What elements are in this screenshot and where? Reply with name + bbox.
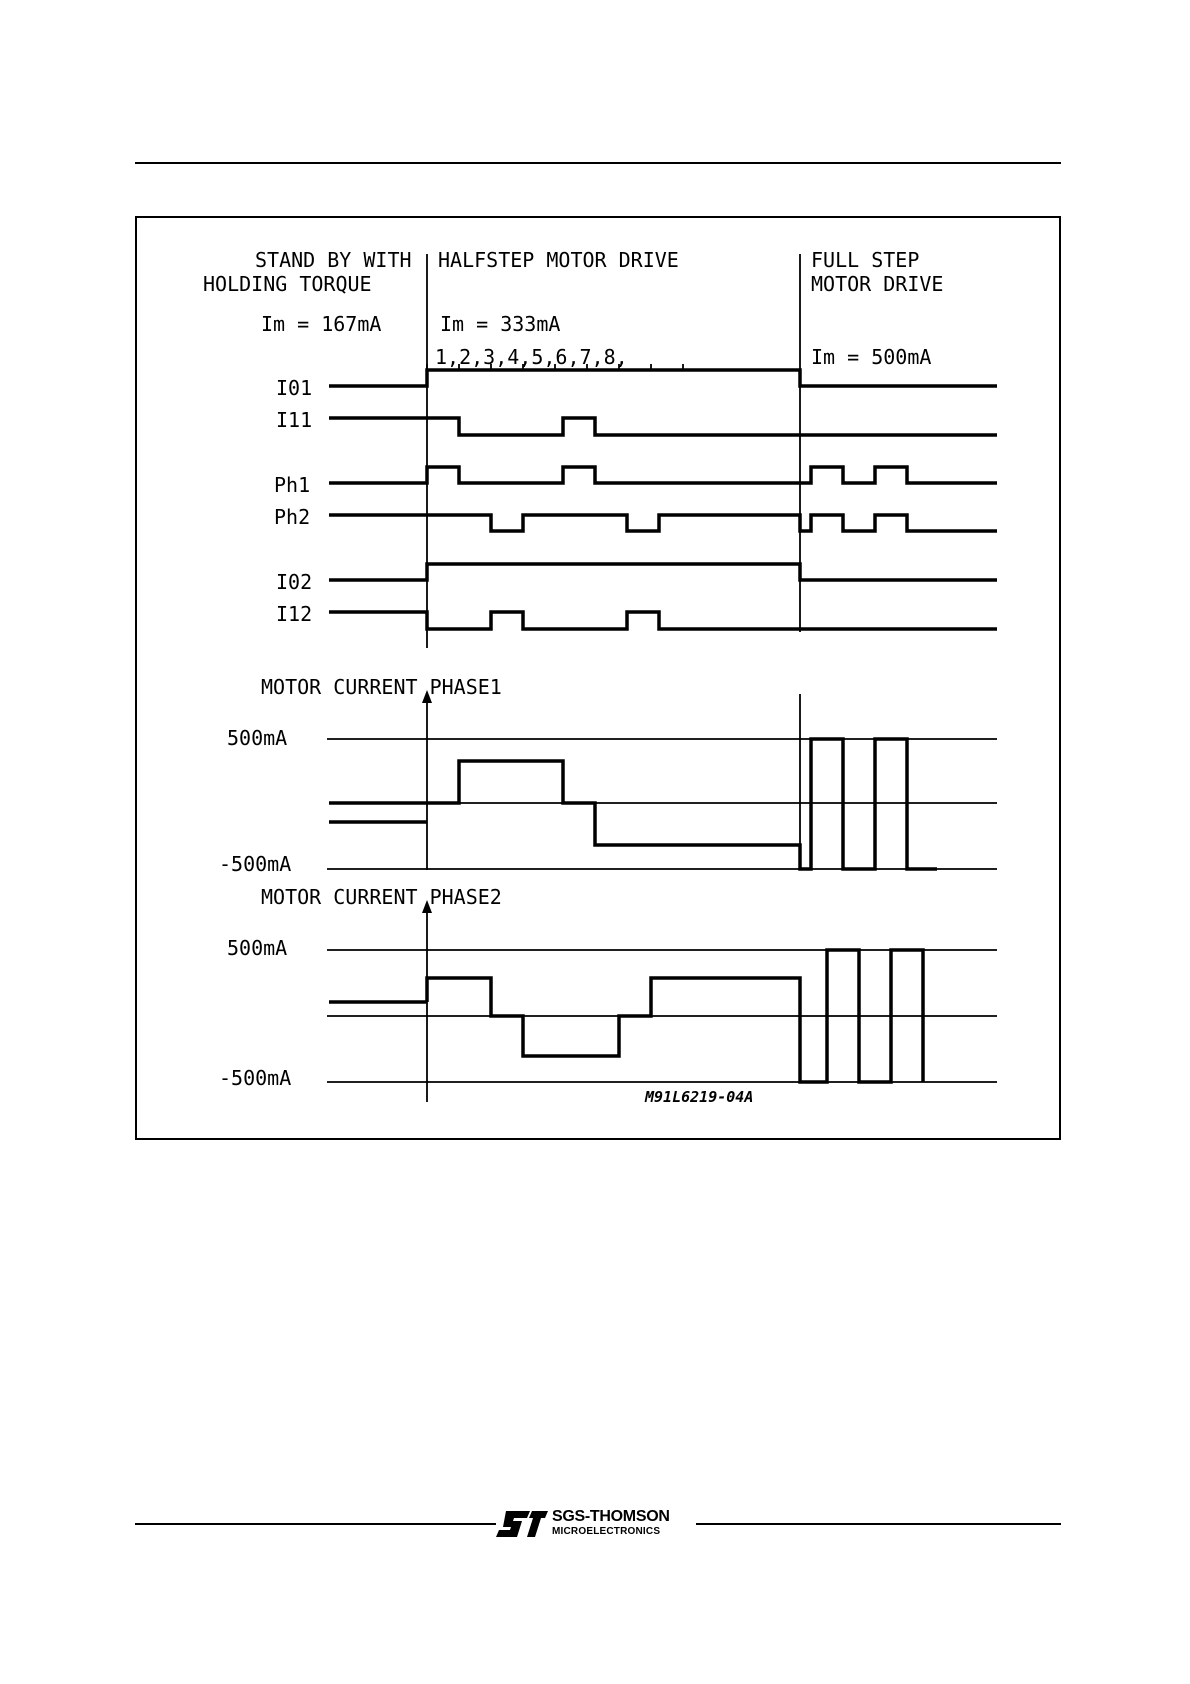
- halfstep-current-label: Im = 333mA: [440, 312, 560, 336]
- footer-brand-name: SGS-THOMSON: [552, 1508, 670, 1525]
- halfstep-title: HALFSTEP MOTOR DRIVE: [438, 248, 679, 272]
- phase2-title: MOTOR CURRENT PHASE2: [261, 885, 502, 909]
- footer-logo: SGS-THOMSON MICROELECTRONICS: [496, 1508, 696, 1540]
- waveform-ph2: [329, 513, 997, 533]
- waveform-phase1-current: [427, 737, 937, 871]
- waveform-i02: [329, 562, 997, 582]
- waveform-ph1: [329, 465, 997, 485]
- phase1-max-label: 500mA: [227, 726, 287, 750]
- signal-label-i12: I12: [276, 602, 312, 626]
- footer-brand-subtitle: MICROELECTRONICS: [552, 1526, 661, 1537]
- st-logo-icon: [496, 1511, 548, 1537]
- timing-diagram: STAND BY WITH HOLDING TORQUE Im = 167mA …: [203, 248, 997, 1106]
- header-rule: [135, 162, 1061, 164]
- fullstep-title-line1: FULL STEP: [811, 248, 919, 272]
- standby-current-label: Im = 167mA: [261, 312, 381, 336]
- waveform-i12: [329, 610, 997, 631]
- waveform-phase2-current: [425, 948, 925, 1084]
- signal-label-i11: I11: [276, 408, 312, 432]
- halfstep-step-numbers: 1,2,3,4,5,6,7,8,: [435, 345, 628, 369]
- signal-label-i01: I01: [276, 376, 312, 400]
- fullstep-title-line2: MOTOR DRIVE: [811, 272, 943, 296]
- fullstep-current-label: Im = 500mA: [811, 345, 931, 369]
- phase1-min-label: -500mA: [219, 852, 291, 876]
- waveform-i01: [329, 368, 997, 388]
- phase2-max-label: 500mA: [227, 936, 287, 960]
- phase1-axes: [327, 690, 997, 870]
- standby-label-line1: STAND BY WITH: [255, 248, 412, 272]
- timing-diagram-frame: STAND BY WITH HOLDING TORQUE Im = 167mA …: [135, 216, 1061, 1140]
- signal-label-ph2: Ph2: [274, 505, 310, 529]
- phase1-title: MOTOR CURRENT PHASE1: [261, 675, 502, 699]
- waveform-i11: [329, 416, 997, 437]
- phase2-min-label: -500mA: [219, 1066, 291, 1090]
- signal-label-ph1: Ph1: [274, 473, 310, 497]
- signal-label-i02: I02: [276, 570, 312, 594]
- figure-code: M91L6219-04A: [644, 1088, 753, 1106]
- standby-label-line2: HOLDING TORQUE: [203, 272, 372, 296]
